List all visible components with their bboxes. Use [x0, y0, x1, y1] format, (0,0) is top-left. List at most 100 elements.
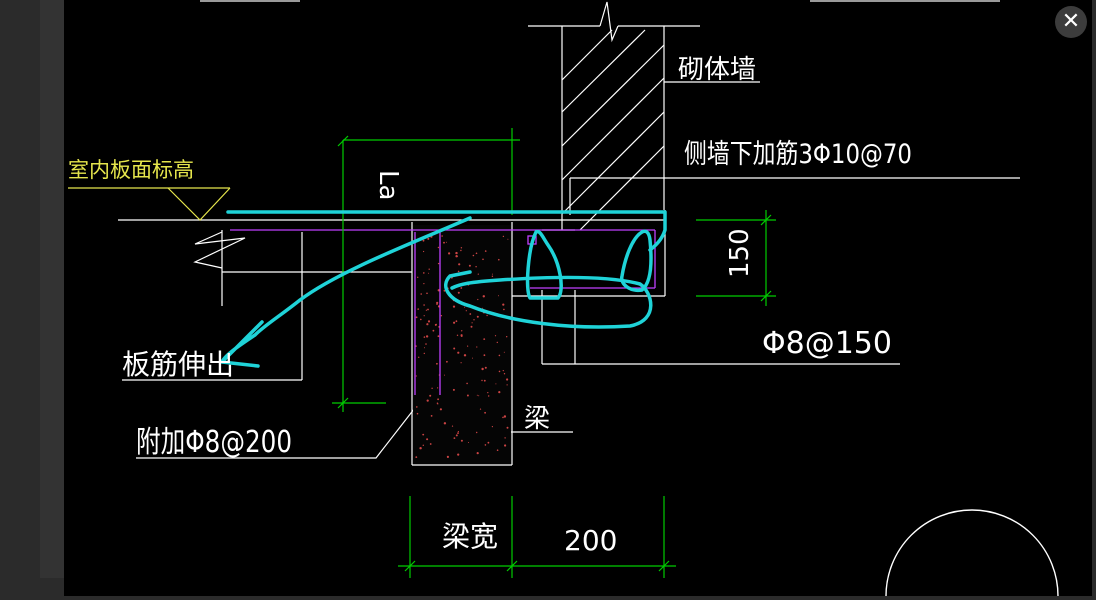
concrete-speck	[479, 408, 482, 410]
concrete-speck	[425, 335, 429, 338]
concrete-speck	[472, 254, 475, 257]
concrete-speck	[476, 394, 478, 396]
concrete-speck	[460, 247, 463, 249]
concrete-speck	[455, 251, 458, 255]
stirrup-label: Φ8@150	[762, 326, 892, 361]
concrete-speck	[484, 444, 487, 446]
beam-section	[413, 225, 511, 464]
concrete-speck	[460, 335, 463, 337]
concrete-speck	[483, 338, 486, 340]
concrete-speck	[455, 320, 458, 323]
floor-elevation-label: 室内板面标高	[68, 158, 194, 182]
concrete-speck	[423, 304, 425, 306]
dimension-150-label: 150	[725, 228, 755, 278]
concrete-speck	[502, 416, 504, 419]
concrete-speck	[457, 431, 459, 433]
concrete-speck	[486, 314, 488, 317]
concrete-speck	[424, 347, 425, 349]
concrete-speck	[423, 315, 425, 317]
concrete-speck	[503, 308, 505, 311]
concrete-speck	[426, 399, 429, 402]
concrete-speck	[455, 255, 458, 258]
concrete-speck	[502, 303, 505, 306]
concrete-speck	[426, 438, 429, 441]
concrete-speck	[423, 352, 425, 355]
concrete-speck	[415, 316, 418, 319]
concrete-speck	[422, 433, 425, 436]
concrete-speck	[457, 270, 460, 273]
concrete-speck	[494, 335, 497, 337]
concrete-speck	[451, 425, 454, 427]
concrete-speck	[419, 447, 422, 450]
concrete-speck	[498, 354, 501, 357]
concrete-speck	[482, 258, 484, 261]
close-button[interactable]: ✕	[1055, 6, 1087, 38]
concrete-speck	[460, 362, 462, 364]
concrete-speck	[465, 310, 467, 312]
concrete-speck	[417, 276, 419, 278]
concrete-speck	[429, 394, 432, 397]
concrete-speck	[469, 313, 472, 315]
concrete-speck	[481, 367, 484, 371]
wall-rebar-label: 侧墙下加筋3Φ10@70	[684, 139, 912, 170]
slab-rebar-label: 板筋伸出	[122, 348, 234, 381]
concrete-speck	[457, 291, 460, 294]
concrete-speck	[441, 235, 443, 237]
concrete-speck	[475, 266, 477, 268]
concrete-speck	[422, 444, 424, 446]
concrete-speck	[416, 412, 419, 415]
concrete-speck	[423, 272, 425, 274]
concrete-speck	[423, 283, 425, 285]
concrete-speck	[476, 346, 478, 348]
concrete-speck	[464, 306, 465, 308]
concrete-speck	[503, 415, 507, 418]
masonry-wall	[528, 1, 1020, 231]
concrete-speck	[506, 378, 509, 381]
concrete-speck	[455, 434, 458, 437]
concrete-speck	[507, 238, 509, 240]
concrete-speck	[425, 309, 427, 311]
concrete-speck	[420, 318, 422, 321]
concrete-speck	[437, 335, 440, 338]
concrete-speck	[416, 406, 418, 408]
concrete-speck	[458, 263, 461, 266]
concrete-speck	[418, 356, 420, 358]
concrete-speck	[477, 273, 479, 275]
concrete-speck	[476, 452, 479, 455]
concrete-speck	[484, 250, 487, 252]
close-icon: ✕	[1061, 9, 1081, 34]
concrete-speck	[483, 354, 486, 357]
concrete-speck	[460, 439, 463, 442]
concrete-speck	[496, 341, 498, 344]
concrete-speck	[498, 391, 501, 394]
concrete-speck	[467, 345, 469, 347]
concrete-speck	[495, 383, 497, 385]
concrete-speck	[484, 366, 487, 369]
concrete-speck	[417, 308, 420, 310]
concrete-speck	[466, 382, 468, 385]
additional-rebar-label: 附加Φ8@200	[136, 425, 292, 460]
drawing-labels: 室内板面标高 砌体墙 侧墙下加筋3Φ10@70 La 150 Φ8@150 板筋…	[68, 55, 912, 557]
concrete-speck	[436, 323, 437, 325]
concrete-speck	[488, 395, 490, 397]
left-panel-shadow	[40, 0, 64, 578]
concrete-speck	[426, 292, 428, 295]
concrete-speck	[483, 379, 486, 382]
concrete-speck	[506, 384, 508, 386]
dimension-200-label: 200	[564, 524, 617, 557]
concrete-speck	[491, 275, 494, 277]
hand-annotation	[220, 210, 667, 368]
concrete-speck	[453, 347, 456, 350]
concrete-speck	[503, 351, 505, 353]
concrete-speck	[482, 295, 485, 298]
concrete-speck	[437, 387, 439, 389]
concrete-speck	[445, 241, 447, 243]
concrete-speck	[420, 293, 423, 295]
concrete-speck	[461, 330, 463, 332]
concrete-speck	[431, 387, 433, 389]
concrete-speck	[430, 415, 433, 417]
concrete-speck	[498, 295, 499, 297]
concrete-speck	[423, 250, 425, 253]
concrete-speck	[422, 239, 425, 242]
